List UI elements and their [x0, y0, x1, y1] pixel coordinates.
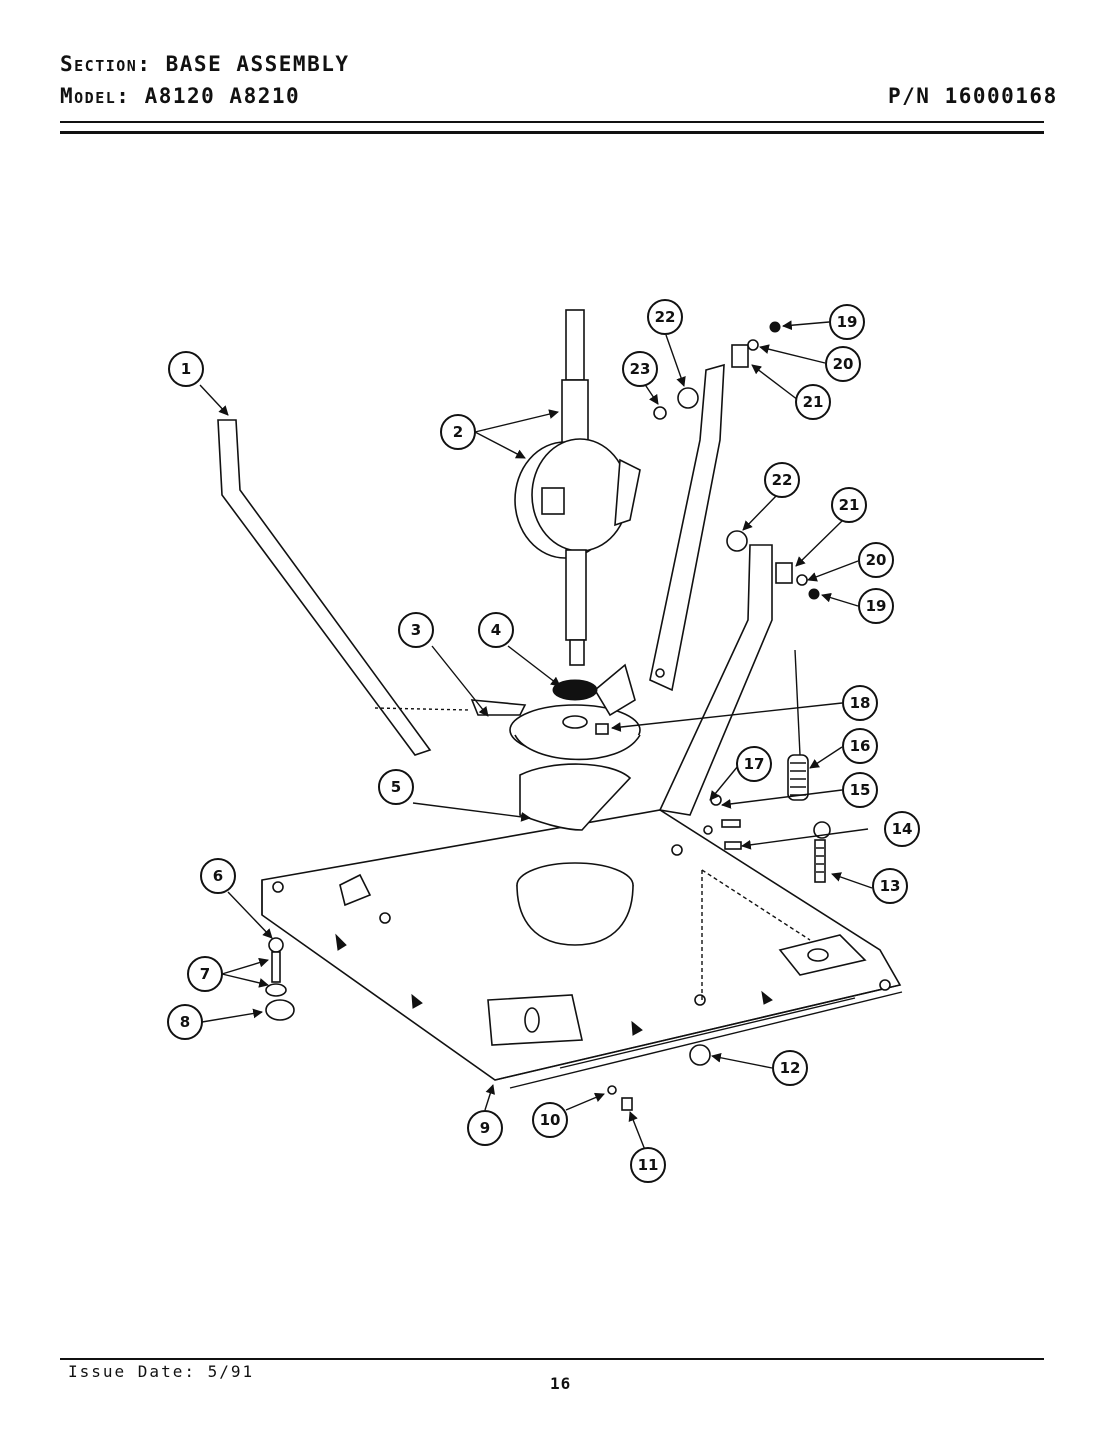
- svg-text:17: 17: [744, 755, 765, 773]
- header-rule-thin: [60, 121, 1044, 123]
- callout-19b: 19: [858, 588, 894, 624]
- svg-text:15: 15: [850, 781, 871, 799]
- callout-23: 23: [622, 351, 658, 387]
- svg-text:11: 11: [638, 1156, 659, 1174]
- svg-text:7: 7: [200, 965, 210, 983]
- callout-11: 11: [630, 1147, 666, 1183]
- svg-text:19: 19: [866, 597, 887, 615]
- callout-14: 14: [884, 811, 920, 847]
- header-rule-thick: [60, 131, 1044, 134]
- svg-text:21: 21: [839, 496, 860, 514]
- svg-text:8: 8: [180, 1013, 190, 1031]
- issue-date: Issue Date: 5/91: [68, 1362, 255, 1381]
- right-support-leg-rear: [649, 363, 725, 692]
- callout-6: 6: [200, 858, 236, 894]
- callout-17: 17: [736, 746, 772, 782]
- section-heading: Section: BASE ASSEMBLY: [60, 52, 350, 76]
- svg-text:18: 18: [850, 694, 871, 712]
- svg-text:3: 3: [411, 621, 421, 639]
- callout-1: 1: [168, 351, 204, 387]
- callout-8: 8: [167, 1004, 203, 1040]
- callout-leaders: [199, 320, 873, 1151]
- model-value: A8120 A8210: [144, 84, 301, 108]
- svg-text:20: 20: [866, 551, 887, 569]
- callout-5: 5: [378, 769, 414, 805]
- svg-text:1: 1: [181, 360, 191, 378]
- hardware-fasteners: [265, 321, 820, 1111]
- callout-18: 18: [842, 685, 878, 721]
- callout-20a: 20: [825, 346, 861, 382]
- page-number: 16: [550, 1374, 572, 1393]
- callout-19a: 19: [829, 304, 865, 340]
- svg-text:2: 2: [453, 423, 463, 441]
- callout-15: 15: [842, 772, 878, 808]
- svg-text:23: 23: [630, 360, 651, 378]
- svg-text:10: 10: [540, 1111, 561, 1129]
- spring-assembly: [787, 649, 831, 883]
- left-support-leg: [217, 419, 471, 756]
- bearing-housing: [470, 663, 641, 761]
- svg-text:14: 14: [892, 820, 913, 838]
- svg-text:13: 13: [880, 877, 901, 895]
- model-heading: Model: A8120 A8210: [60, 84, 300, 108]
- callout-22a: 22: [647, 299, 683, 335]
- svg-text:19: 19: [837, 313, 858, 331]
- svg-text:6: 6: [213, 867, 223, 885]
- callout-10: 10: [532, 1102, 568, 1138]
- svg-text:20: 20: [833, 355, 854, 373]
- svg-text:4: 4: [491, 621, 501, 639]
- svg-text:12: 12: [780, 1059, 801, 1077]
- callout-9: 9: [467, 1110, 503, 1146]
- svg-text:16: 16: [850, 737, 871, 755]
- seal-ring: [519, 763, 632, 831]
- callout-7: 7: [187, 956, 223, 992]
- part-number: P/N 16000168: [888, 84, 1058, 108]
- section-value: BASE ASSEMBLY: [165, 52, 350, 76]
- right-support-leg-front: [658, 544, 773, 816]
- callout-13: 13: [872, 868, 908, 904]
- svg-text:22: 22: [655, 308, 676, 326]
- callout-20b: 20: [858, 542, 894, 578]
- callout-16: 16: [842, 728, 878, 764]
- callout-21a: 21: [795, 384, 831, 420]
- callout-4: 4: [478, 612, 514, 648]
- svg-text:5: 5: [391, 778, 401, 796]
- callout-2: 2: [440, 414, 476, 450]
- svg-text:21: 21: [803, 393, 824, 411]
- callout-21b: 21: [831, 487, 867, 523]
- footer-rule: [60, 1358, 1044, 1360]
- callout-3: 3: [398, 612, 434, 648]
- base-plate: [261, 809, 903, 1089]
- svg-text:9: 9: [480, 1119, 490, 1137]
- transmission: [514, 309, 641, 666]
- callout-22b: 22: [764, 462, 800, 498]
- callout-12: 12: [772, 1050, 808, 1086]
- svg-text:22: 22: [772, 471, 793, 489]
- section-label: Section:: [60, 52, 152, 76]
- model-label: Model:: [60, 84, 131, 108]
